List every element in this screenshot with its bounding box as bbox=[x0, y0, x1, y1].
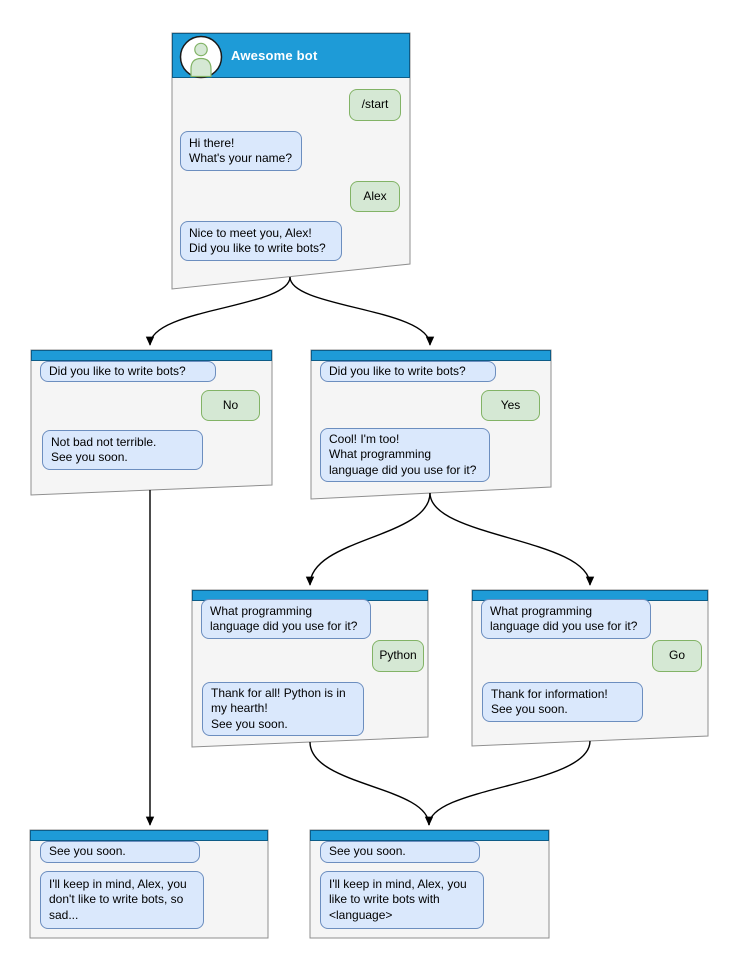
user-message-bubble: Yes bbox=[481, 390, 540, 421]
chat-node-go-branch: What programming language did you use fo… bbox=[472, 590, 708, 746]
chat-node-root: Awesome bot /start Hi there! What's your… bbox=[172, 33, 410, 289]
chat-node-end-yes: See you soon. I'll keep in mind, Alex, y… bbox=[310, 830, 549, 938]
connector-yes-to-python bbox=[305, 492, 431, 586]
chat-node-end-no: See you soon. I'll keep in mind, Alex, y… bbox=[30, 830, 268, 938]
bot-message-bubble: Not bad not terrible. See you soon. bbox=[42, 430, 203, 470]
user-message-bubble: Go bbox=[652, 640, 702, 672]
bot-message-bubble: I'll keep in mind, Alex, you don't like … bbox=[40, 871, 204, 929]
bot-message-bubble: Did you like to write bots? bbox=[320, 361, 496, 382]
bot-name-title: Awesome bot bbox=[231, 48, 318, 63]
connector-yes-to-go bbox=[429, 492, 595, 586]
bot-message-bubble: Thank for all! Python is in my hearth! S… bbox=[202, 682, 364, 736]
chat-node-yes-branch: Did you like to write bots? Yes Cool! I'… bbox=[311, 350, 551, 499]
bot-message-bubble: What programming language did you use fo… bbox=[201, 599, 371, 639]
bot-message-bubble: Did you like to write bots? bbox=[40, 361, 216, 382]
user-message-bubble: Alex bbox=[350, 181, 400, 212]
connector-python-to-end bbox=[309, 741, 434, 826]
chat-node-python-branch: What programming language did you use fo… bbox=[192, 590, 428, 747]
chat-header-end-no bbox=[30, 830, 268, 841]
bot-message-bubble: See you soon. bbox=[40, 841, 200, 863]
chat-header-no-branch bbox=[31, 350, 272, 361]
bot-message-bubble: Hi there! What's your name? bbox=[180, 131, 302, 171]
chat-header-root: Awesome bot bbox=[172, 33, 410, 79]
bot-message-bubble: What programming language did you use fo… bbox=[481, 599, 651, 639]
chat-header-yes-branch bbox=[311, 350, 551, 361]
bot-message-bubble: Cool! I'm too! What programming language… bbox=[320, 428, 490, 482]
bot-message-bubble: I'll keep in mind, Alex, you like to wri… bbox=[320, 871, 484, 929]
bot-message-bubble: Thank for information! See you soon. bbox=[482, 682, 643, 722]
chat-node-no-branch: Did you like to write bots? No Not bad n… bbox=[31, 350, 272, 495]
user-message-bubble: /start bbox=[349, 89, 401, 121]
chat-header-end-yes bbox=[310, 830, 549, 841]
user-message-bubble: Python bbox=[372, 640, 424, 672]
connector-root-to-no bbox=[145, 276, 291, 346]
user-message-bubble: No bbox=[201, 390, 260, 421]
bot-message-bubble: Nice to meet you, Alex! Did you like to … bbox=[180, 221, 342, 261]
connector-go-to-end bbox=[428, 740, 591, 826]
connector-root-to-yes bbox=[289, 276, 435, 346]
bot-message-bubble: See you soon. bbox=[320, 841, 480, 863]
bot-avatar-icon bbox=[179, 35, 223, 79]
